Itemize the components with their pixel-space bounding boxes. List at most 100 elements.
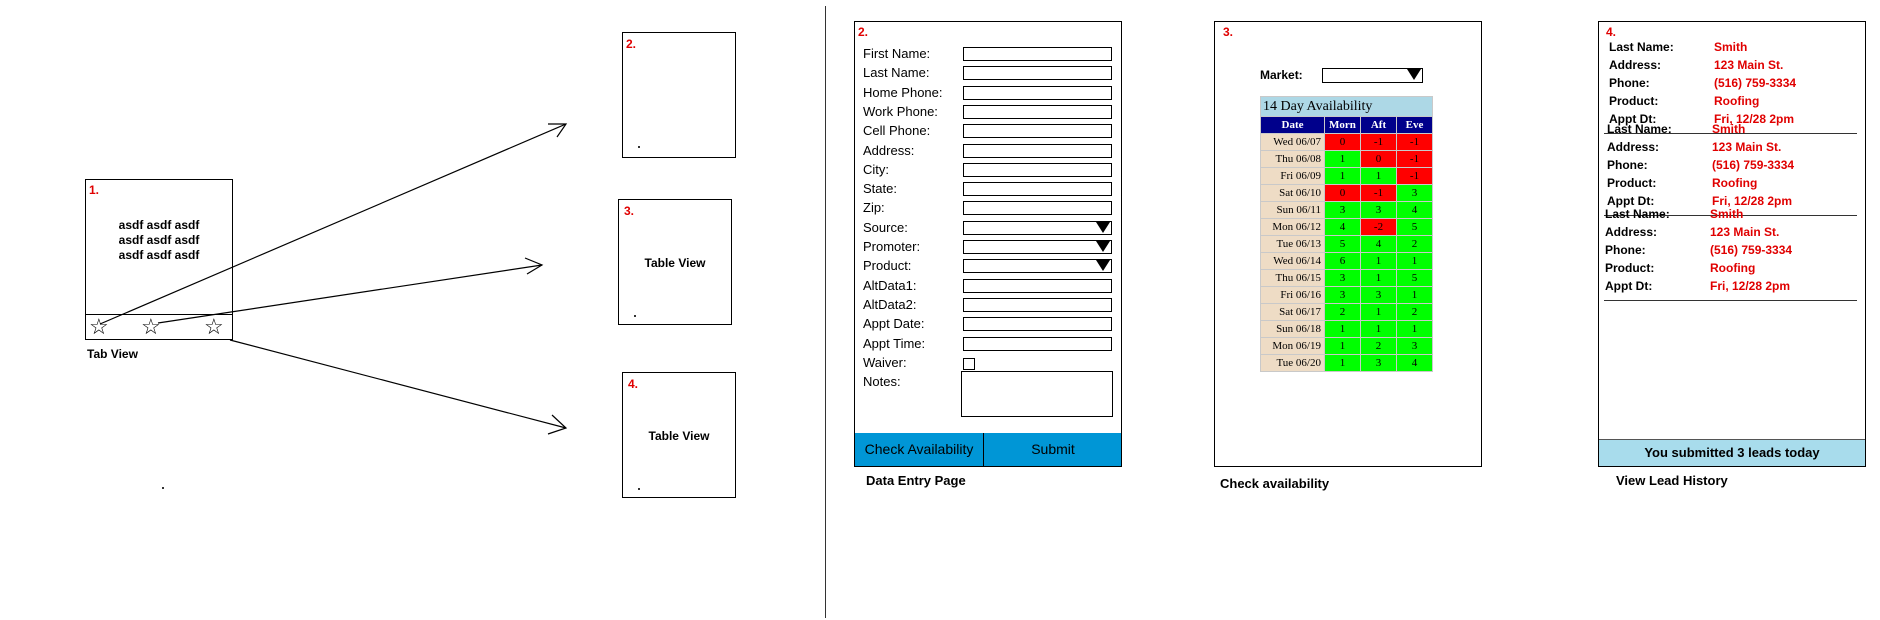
slot-eve-cell[interactable]: 2 — [1396, 303, 1433, 321]
slot-eve-cell[interactable]: 1 — [1396, 286, 1433, 304]
star-tab-icon[interactable]: ☆ — [89, 314, 109, 339]
section-divider — [825, 6, 826, 618]
lead-field-value: (516) 759-3334 — [1710, 243, 1793, 257]
lead-field-label: Address: — [1609, 58, 1662, 72]
arrowhead — [547, 414, 568, 435]
field-label: AltData2: — [863, 296, 917, 312]
table-title: 14 Day Availability — [1260, 96, 1433, 117]
lead-field-row: Last Name:Smith — [1609, 40, 1859, 58]
waiver-checkbox[interactable] — [963, 357, 975, 370]
address-field[interactable] — [963, 143, 1112, 158]
slot-eve-cell[interactable]: 4 — [1396, 354, 1433, 372]
lead-history-caption: View Lead History — [1616, 473, 1728, 488]
lead-field-value: Smith — [1714, 40, 1748, 54]
appt-time-field[interactable] — [963, 336, 1112, 351]
dropdown-arrow-icon — [1096, 241, 1110, 252]
field-label: Waiver: — [863, 354, 907, 370]
zip-field[interactable] — [963, 201, 1112, 216]
date-cell: Tue 06/13 — [1260, 235, 1325, 253]
date-cell: Sat 06/10 — [1260, 184, 1325, 202]
lead-field-label: Last Name: — [1605, 207, 1670, 221]
submit-button[interactable]: Submit — [1031, 441, 1075, 457]
city-field[interactable] — [963, 162, 1112, 177]
slot-aft-cell[interactable]: 1 — [1360, 320, 1397, 338]
lead-field-row: Phone:(516) 759-3334 — [1607, 158, 1857, 176]
product-dropdown[interactable] — [963, 259, 1112, 274]
slot-morn-cell[interactable]: 1 — [1324, 354, 1361, 372]
slot-morn-cell[interactable]: 1 — [1324, 337, 1361, 355]
slot-morn-cell[interactable]: 3 — [1324, 201, 1361, 219]
slot-aft-cell[interactable]: 4 — [1360, 235, 1397, 253]
slot-aft-cell[interactable]: -1 — [1360, 133, 1397, 151]
promoter-dropdown[interactable] — [963, 240, 1112, 254]
slot-eve-cell[interactable]: -1 — [1396, 150, 1433, 168]
slot-aft-cell[interactable]: 1 — [1360, 167, 1397, 185]
slot-aft-cell[interactable]: 1 — [1360, 303, 1397, 321]
slot-eve-cell[interactable]: 5 — [1396, 218, 1433, 236]
date-cell: Wed 06/07 — [1260, 133, 1325, 151]
state-field[interactable] — [963, 182, 1112, 197]
lead-field-value: (516) 759-3334 — [1714, 76, 1797, 90]
slot-eve-cell[interactable]: 4 — [1396, 201, 1433, 219]
slot-morn-cell[interactable]: 0 — [1324, 184, 1361, 202]
home-phone-field[interactable] — [963, 85, 1112, 100]
stray-dot — [162, 487, 164, 489]
slot-morn-cell[interactable]: 3 — [1324, 286, 1361, 304]
check-availability-button[interactable]: Check Availability — [855, 433, 984, 466]
slot-morn-cell[interactable]: 5 — [1324, 235, 1361, 253]
slot-eve-cell[interactable]: 3 — [1396, 337, 1433, 355]
slot-eve-cell[interactable]: 5 — [1396, 269, 1433, 287]
field-label: State: — [863, 181, 897, 197]
slot-eve-cell[interactable]: -1 — [1396, 167, 1433, 185]
altdata2-field[interactable] — [963, 297, 1112, 312]
last-name-field[interactable] — [963, 66, 1112, 81]
screen-number: 2. — [626, 37, 637, 51]
lead-field-row: Appt Dt:Fri, 12/28 2pm — [1607, 194, 1857, 212]
slot-aft-cell[interactable]: -1 — [1360, 184, 1397, 202]
star-tab-icon[interactable]: ☆ — [204, 314, 224, 339]
field-label: Promoter: — [863, 239, 921, 254]
notes-textarea[interactable] — [961, 371, 1113, 418]
work-phone-field[interactable] — [963, 104, 1112, 119]
slot-eve-cell[interactable]: 3 — [1396, 184, 1433, 202]
tab-view-screen: 1. asdf asdf asdf asdf asdf asdf asdf as… — [85, 179, 233, 340]
availability-screen: 3. Market: 14 Day Availability Date Morn… — [1214, 21, 1482, 467]
slot-eve-cell[interactable]: 1 — [1396, 320, 1433, 338]
column-header: Eve — [1396, 116, 1433, 134]
slot-aft-cell[interactable]: -2 — [1360, 218, 1397, 236]
slot-morn-cell[interactable]: 0 — [1324, 133, 1361, 151]
lead-field-label: Product: — [1605, 261, 1655, 275]
slot-morn-cell[interactable]: 6 — [1324, 252, 1361, 270]
market-dropdown[interactable] — [1322, 68, 1423, 83]
stray-dot — [634, 315, 636, 317]
slot-aft-cell[interactable]: 3 — [1360, 286, 1397, 304]
slot-morn-cell[interactable]: 3 — [1324, 269, 1361, 287]
slot-morn-cell[interactable]: 2 — [1324, 303, 1361, 321]
slot-aft-cell[interactable]: 1 — [1360, 252, 1397, 270]
altdata1-field[interactable] — [963, 278, 1112, 293]
lead-separator — [1604, 300, 1857, 301]
source-dropdown[interactable] — [963, 220, 1112, 235]
cell-phone-field[interactable] — [963, 124, 1112, 139]
slot-aft-cell[interactable]: 2 — [1360, 337, 1397, 355]
slot-morn-cell[interactable]: 1 — [1324, 167, 1361, 185]
slot-aft-cell[interactable]: 0 — [1360, 150, 1397, 168]
placeholder-text: asdf asdf asdf asdf asdf asdf asdf asdf … — [118, 218, 200, 262]
slot-eve-cell[interactable]: 2 — [1396, 235, 1433, 253]
slot-morn-cell[interactable]: 4 — [1324, 218, 1361, 236]
first-name-field[interactable] — [963, 47, 1112, 61]
slot-aft-cell[interactable]: 3 — [1360, 354, 1397, 372]
slot-morn-cell[interactable]: 1 — [1324, 320, 1361, 338]
slot-morn-cell[interactable]: 1 — [1324, 150, 1361, 168]
slot-aft-cell[interactable]: 1 — [1360, 269, 1397, 287]
star-tab-icon[interactable]: ☆ — [141, 314, 161, 339]
slot-eve-cell[interactable]: 1 — [1396, 252, 1433, 270]
slot-eve-cell[interactable]: -1 — [1396, 133, 1433, 151]
appt-date-field[interactable] — [963, 317, 1112, 332]
slot-aft-cell[interactable]: 3 — [1360, 201, 1397, 219]
